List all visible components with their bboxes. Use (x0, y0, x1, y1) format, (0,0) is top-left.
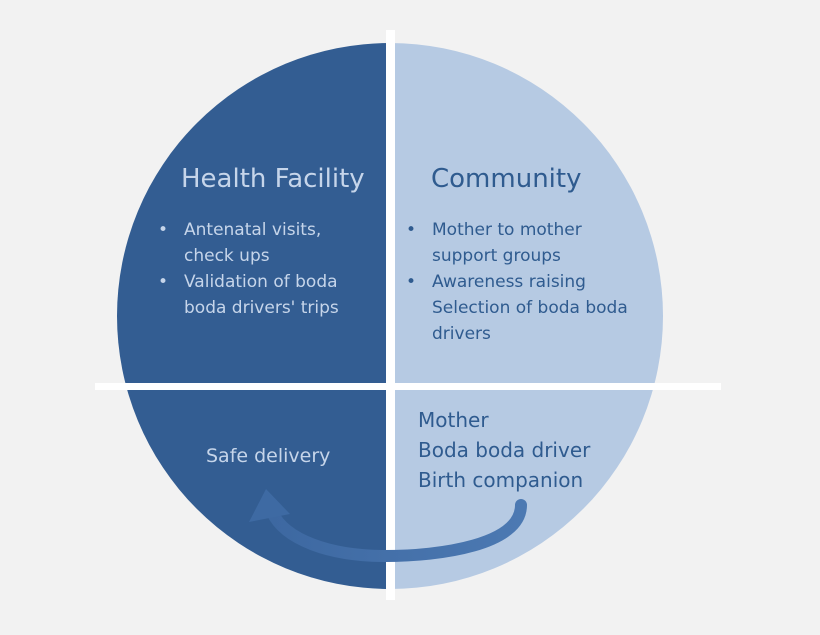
actor-boda-boda-driver: Boda boda driver (418, 438, 591, 462)
community-title: Community (431, 164, 582, 194)
cycle-arrowhead-icon (249, 489, 290, 522)
horizontal-divider (95, 383, 721, 390)
vertical-divider (386, 30, 395, 600)
outcome-label: Safe delivery (206, 445, 331, 467)
list-item: Awareness raising (404, 269, 586, 295)
actors-list: Mother Boda boda driver Birth companion (418, 405, 590, 495)
actor-birth-companion: Birth companion (418, 468, 584, 492)
outcome-quadrant (117, 387, 390, 589)
list-item: Antenatal visits,check ups (156, 217, 339, 269)
health-facility-bullets: Antenatal visits,check ups Validation of… (156, 217, 339, 321)
cycle-arrow-curve (266, 499, 527, 563)
health-facility-title: Health Facility (181, 164, 365, 194)
health-facility-quadrant (117, 43, 390, 387)
actor-mother: Mother (418, 408, 489, 432)
